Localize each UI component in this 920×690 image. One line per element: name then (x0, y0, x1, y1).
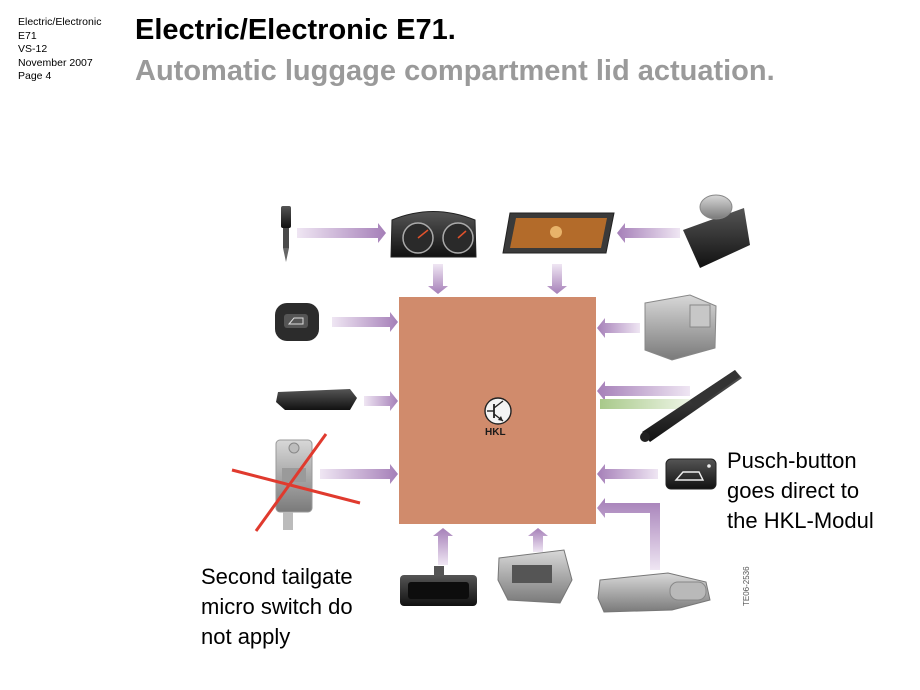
meta-line-1: Electric/Electronic (18, 16, 102, 28)
pushbutton-note-line-2: goes direct to (727, 478, 860, 503)
arrow-latch-to-hkl (433, 528, 453, 565)
arrow-hkl-to-drive (597, 498, 660, 570)
strike-through-icon (231, 433, 361, 532)
arrow-strut-to-hkl (597, 381, 690, 401)
micro-switch-note-line-2: micro switch do (201, 594, 353, 619)
micro-switch-note-line-1: Second tailgate (201, 564, 353, 589)
micro-switch-note: Second tailgate micro switch do not appl… (201, 562, 353, 652)
image-code: TE06-2536 (742, 566, 751, 606)
arrow-button-to-hkl (332, 312, 398, 332)
arrow-hkl-to-module (597, 318, 640, 338)
controller-icon (683, 194, 750, 268)
pushbutton-note-line-3: the HKL-Modul (727, 508, 874, 533)
instrument-cluster-icon (390, 211, 477, 258)
arrow-cluster-to-hkl (428, 264, 448, 294)
micro-switch-note-line-3: not apply (201, 624, 291, 649)
push-button-icon (665, 458, 717, 490)
meta-line-4: November 2007 (18, 56, 93, 69)
drive-motor-icon (597, 572, 711, 613)
pushbutton-note-line-1: Pusch-button (727, 448, 857, 473)
meta-line-2: E71 (18, 29, 37, 42)
latch-handle-icon (400, 566, 477, 606)
arrow-remote-to-hkl (364, 391, 398, 411)
arrow-switch-to-hkl (320, 464, 398, 484)
lock-mechanism-icon (497, 549, 573, 604)
pushbutton-note: Pusch-button goes direct to the HKL-Modu… (727, 446, 874, 536)
hkl-label: HKL (485, 427, 506, 438)
arrow-display-to-hkl (547, 264, 567, 294)
tailgate-button-icon (275, 303, 319, 341)
central-display-icon (502, 212, 615, 254)
arrow-sensor-to-cluster (297, 223, 386, 243)
transistor-symbol-icon (484, 397, 512, 425)
slide-meta: Electric/Electronic E71 VS-12 November 2… (18, 16, 101, 84)
slide-subtitle: Automatic luggage compartment lid actuat… (135, 55, 775, 87)
spindle-drive-icon (640, 370, 742, 442)
arrow-hkl-to-strut (600, 399, 690, 409)
slide-title: Electric/Electronic E71. (135, 14, 456, 46)
meta-line-3: VS-12 (18, 43, 48, 56)
control-module-icon (644, 294, 717, 361)
arrow-pushbutton-to-hkl (597, 464, 658, 484)
arrow-controller-to-display (617, 223, 680, 243)
remote-receiver-icon (276, 389, 357, 410)
arrow-lock-to-hkl (528, 528, 548, 552)
meta-line-5: Page 4 (18, 70, 52, 83)
sensor-pen-icon (281, 206, 291, 262)
